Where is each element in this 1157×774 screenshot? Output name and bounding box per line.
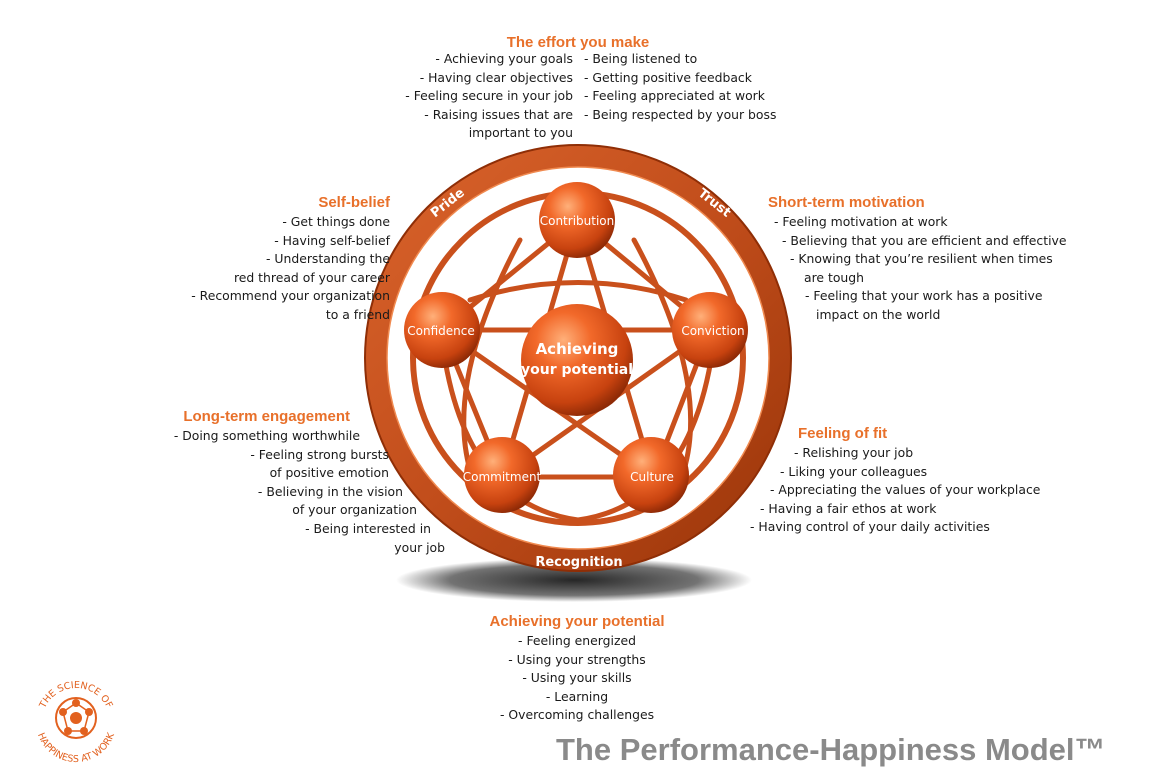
effort-right-item: - Getting positive feedback xyxy=(584,69,752,85)
effort-right-item: - Being respected by your boss xyxy=(584,106,777,122)
long-term-item: your job xyxy=(394,539,445,555)
self-belief-item: red thread of your career xyxy=(233,269,390,285)
potential-item: - Using your strengths xyxy=(508,651,646,667)
commitment-ball xyxy=(464,437,540,513)
ring-label-recognition: Recognition xyxy=(535,555,622,570)
short-term-title: Short-term motivation xyxy=(768,194,925,211)
long-term-item: of positive emotion xyxy=(269,465,389,481)
potential-title: Achieving your potential xyxy=(489,613,665,630)
potential-item: - Using your skills xyxy=(522,670,632,686)
short-term-block: Short-term motivation - Feeling motivati… xyxy=(768,193,1067,325)
long-term-item: - Being interested in xyxy=(305,520,431,536)
effort-right-item: - Feeling appreciated at work xyxy=(584,88,765,104)
effort-title: The effort you make xyxy=(506,34,650,51)
potential-block: Achieving your potential - Feeling energ… xyxy=(457,612,697,725)
long-term-block: Long-term engagement - Doing something w… xyxy=(174,407,445,557)
center-label-line1: Achieving xyxy=(536,340,619,358)
long-term-item: - Believing in the vision xyxy=(257,483,403,499)
effort-right-list: - Being listened to - Getting positive f… xyxy=(584,50,776,124)
long-term-item: of your organization xyxy=(292,502,417,518)
node-label-confidence: Confidence xyxy=(407,324,474,338)
short-term-item: impact on the world xyxy=(816,306,941,322)
self-belief-item: - Get things done xyxy=(282,214,390,229)
node-label-commitment: Commitment xyxy=(463,470,542,484)
short-term-item: - Believing that you are efficient and e… xyxy=(782,232,1067,248)
wheel-shadow xyxy=(396,558,752,602)
node-label-conviction: Conviction xyxy=(681,324,744,338)
effort-block: The effort you make xyxy=(478,33,678,53)
short-term-item: - Feeling motivation at work xyxy=(774,214,948,229)
feeling-fit-item: - Liking your colleagues xyxy=(780,463,928,479)
feeling-fit-block: Feeling of fit - Relishing your job - Li… xyxy=(750,424,1040,537)
svg-text:HAPPINESS AT WORK: HAPPINESS AT WORK xyxy=(35,731,117,765)
center-ball xyxy=(521,304,633,416)
short-term-item: are tough xyxy=(804,269,864,285)
self-belief-item: to a friend xyxy=(325,306,390,322)
effort-left-item: important to you xyxy=(468,125,573,141)
effort-left-item: - Raising issues that are xyxy=(424,106,573,122)
logo-text-bottom: HAPPINESS AT WORK xyxy=(35,731,117,765)
short-term-item: - Feeling that your work has a positive xyxy=(805,288,1043,304)
self-belief-title: Self-belief xyxy=(318,194,390,211)
self-belief-item: - Having self-belief xyxy=(274,232,390,248)
potential-item: - Overcoming challenges xyxy=(499,707,655,723)
feeling-fit-item: - Appreciating the values of your workpl… xyxy=(770,482,1041,498)
effort-left-item: - Achieving your goals xyxy=(435,51,573,66)
feeling-fit-item: - Having a fair ethos at work xyxy=(760,500,937,516)
short-term-item: - Knowing that you’re resilient when tim… xyxy=(790,251,1053,267)
culture-ball xyxy=(613,437,689,513)
feeling-fit-item: - Relishing your job xyxy=(794,445,914,460)
self-belief-item: - Understanding the xyxy=(266,251,390,267)
node-label-contribution: Contribution xyxy=(540,214,615,228)
long-term-item: - Doing something worthwhile xyxy=(173,428,360,443)
science-of-happiness-logo: THE SCIENCE OF HAPPINESS AT WORK xyxy=(35,680,117,765)
center-label-line2: your potential xyxy=(521,362,633,378)
model-title: The Performance-Happiness Model™ xyxy=(556,732,1106,767)
potential-item: - Feeling energized xyxy=(518,633,636,648)
long-term-title: Long-term engagement xyxy=(183,408,350,425)
self-belief-block: Self-belief - Get things done - Having s… xyxy=(191,193,390,325)
effort-right-item: - Being listened to xyxy=(584,51,698,66)
effort-left-item: - Having clear objectives xyxy=(419,69,573,85)
contribution-ball xyxy=(539,182,615,258)
confidence-ball xyxy=(404,292,480,368)
long-term-item: - Feeling strong bursts xyxy=(250,446,389,462)
effort-left-list: - Achieving your goals - Having clear ob… xyxy=(405,50,573,143)
feeling-fit-title: Feeling of fit xyxy=(798,425,888,442)
effort-left-item: - Feeling secure in your job xyxy=(405,88,573,104)
potential-item: - Learning xyxy=(545,688,609,704)
node-label-culture: Culture xyxy=(630,470,674,484)
self-belief-item: - Recommend your organization xyxy=(191,288,390,304)
feeling-fit-item: - Having control of your daily activitie… xyxy=(750,519,990,535)
outer-ring xyxy=(365,145,791,571)
conviction-ball xyxy=(672,292,748,368)
